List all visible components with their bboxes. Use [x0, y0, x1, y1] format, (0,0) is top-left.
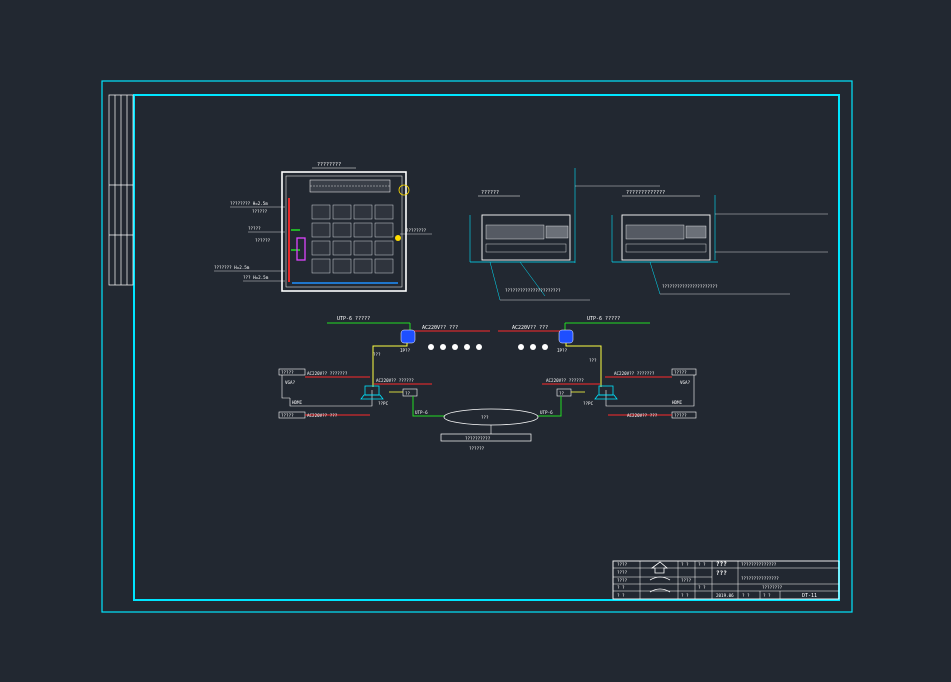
title-block: ???? ???? ???? ? ? ? ? ? ? ??? ? ? ? ? ? …	[612, 560, 840, 600]
ip-right: IP??	[557, 348, 568, 353]
tb-c2: ????	[617, 570, 628, 575]
server-label: ??????	[469, 446, 485, 451]
tb-c15: ????????	[762, 585, 783, 590]
network-cloud	[443, 408, 539, 426]
tb-c11: ???	[716, 570, 727, 577]
tb-unit1: ? ?	[742, 593, 750, 598]
floor-plan: ???????? ???????? H=2.5m ?????? ????? ??…	[214, 162, 432, 292]
box-right-top: ?????	[674, 370, 687, 375]
network-diagram: UTP-6 ????? UTP-6 ????? AC220V?? ??? AC2…	[278, 316, 697, 451]
tb-c10: ???	[716, 561, 727, 568]
fp-label-4: ??????? H=2.5m	[214, 265, 250, 270]
ac-mid-left: AC220V?? ???????	[307, 371, 348, 376]
outer-frame	[101, 80, 853, 613]
section-left-note: ??????????????????????	[505, 288, 561, 293]
ac-top-left: AC220V?? ???	[422, 325, 458, 331]
section-right-title: ?????????????	[626, 190, 665, 196]
box-left-bottom: ?????	[281, 413, 294, 418]
tb-c8: ? ?	[681, 593, 689, 598]
fp-label-5: ??? H=2.5m	[243, 275, 269, 280]
vga-right: VGA?	[680, 380, 691, 385]
ac-top-right: AC220V?? ???	[512, 325, 548, 331]
section-right-note: ??????????????????????	[662, 284, 718, 289]
logo-icon	[649, 561, 671, 593]
box-right-bottom: ?????	[674, 413, 687, 418]
floor-plan-title: ????????	[317, 162, 341, 168]
utp-bottom-left: UTP-6	[415, 410, 428, 415]
binding-strip	[108, 94, 134, 286]
ac-bottom-right: AC220V?? ???	[627, 413, 658, 418]
ellipsis-dots	[428, 344, 548, 350]
tb-c6: ? ?	[681, 562, 689, 567]
inner-frame	[133, 94, 840, 601]
utp-top-right: UTP-6 ?????	[587, 316, 620, 322]
hdmi-left: HDMI	[292, 400, 303, 405]
server-box: ??????????	[465, 436, 491, 441]
pc-left-icon	[360, 385, 384, 400]
ip-camera-left-icon	[400, 329, 416, 344]
tb-c9: ? ?	[698, 562, 706, 567]
box-left-top: ?????	[281, 370, 294, 375]
fp-label-6: ????????	[406, 228, 427, 233]
section-left: ?????? ??????????????????????	[469, 168, 660, 301]
tb-c3: ????	[617, 578, 628, 583]
fp-label-1: ???????? H=2.5m	[230, 201, 268, 206]
utp-top-left: UTP-6 ?????	[337, 316, 370, 322]
tb-c4: ? ?	[617, 585, 625, 590]
fiber-right: ???	[589, 358, 597, 363]
vga-left: VGA?	[285, 380, 296, 385]
tb-c14: ???????????????	[741, 576, 779, 581]
pc-right: ??PC	[583, 401, 594, 406]
ac-pc-right: AC220V?? ??????	[546, 378, 584, 383]
pc-left: ??PC	[378, 401, 389, 406]
tb-c7: ????	[681, 578, 692, 583]
section-right: ????????????? ??????????????????????	[611, 190, 828, 295]
ac-mid-right: AC220V?? ???????	[614, 371, 655, 376]
tb-c1: ????	[617, 562, 628, 567]
cloud-label: ???	[481, 415, 489, 420]
fiber-left: ???	[373, 352, 381, 357]
switch-left: ??	[405, 391, 411, 396]
ip-camera-right-icon	[558, 329, 574, 344]
switch-right: ??	[559, 391, 565, 396]
section-left-title: ??????	[481, 190, 499, 196]
ac-pc-left: AC220V?? ??????	[376, 378, 414, 383]
tb-c12: ? ?	[698, 585, 706, 590]
tb-drawing-no: DT-11	[802, 593, 817, 599]
fp-label-2: ??????	[252, 209, 268, 214]
fp-label-3: ?????	[248, 226, 261, 231]
fp-label-7: ??????	[255, 238, 271, 243]
tb-c5: ? ?	[617, 593, 625, 598]
tb-unit2: ? ?	[763, 593, 771, 598]
ac-bottom-left: AC220V?? ???	[307, 413, 338, 418]
ip-left: IP??	[400, 348, 411, 353]
pc-right-icon	[594, 385, 618, 400]
tb-date: 2019.06	[716, 593, 734, 598]
utp-bottom-right: UTP-6	[540, 410, 553, 415]
tb-c13: ??????????????	[741, 562, 777, 567]
hdmi-right: HDMI	[672, 400, 683, 405]
